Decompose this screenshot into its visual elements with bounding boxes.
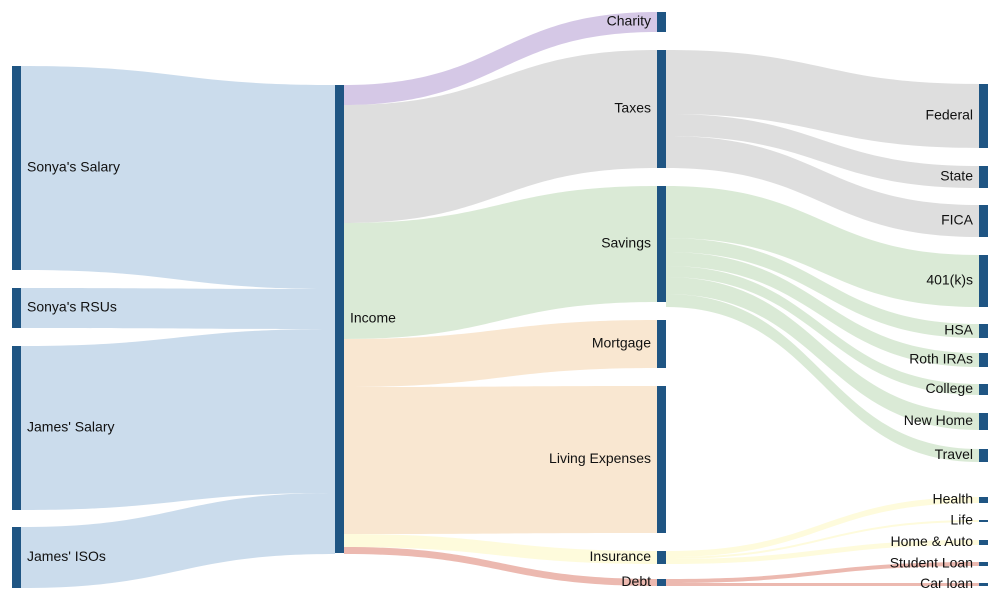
node-label-health: Health — [933, 491, 973, 507]
link-james_salary-to-income — [21, 329, 335, 510]
node-label-james_salary: James' Salary — [27, 419, 114, 435]
link-income-to-taxes — [344, 50, 657, 223]
node-life — [979, 520, 988, 522]
node-label-charity: Charity — [607, 13, 651, 29]
node-savings — [657, 186, 666, 302]
link-savings-to-k401 — [666, 186, 979, 307]
node-label-roth: Roth IRAs — [909, 351, 973, 367]
node-label-life: Life — [950, 512, 973, 528]
node-carloan — [979, 583, 988, 586]
node-label-k401: 401(k)s — [926, 272, 973, 288]
node-label-living: Living Expenses — [549, 450, 651, 466]
node-mortgage — [657, 320, 666, 368]
node-label-studentloan: Student Loan — [890, 555, 973, 571]
node-travel — [979, 449, 988, 462]
node-living — [657, 386, 666, 533]
node-label-homeauto: Home & Auto — [891, 533, 974, 549]
link-income-to-charity — [344, 12, 657, 105]
node-sonya_rsus — [12, 288, 21, 328]
link-taxes-to-federal — [666, 50, 979, 148]
node-label-sonya_rsus: Sonya's RSUs — [27, 299, 117, 315]
link-income-to-insurance — [344, 534, 657, 564]
link-debt-to-carloan — [666, 583, 979, 586]
link-savings-to-college — [666, 266, 979, 395]
node-label-savings: Savings — [601, 235, 651, 251]
node-insurance — [657, 551, 666, 564]
link-sonya_rsus-to-income — [21, 288, 335, 329]
link-savings-to-roth — [666, 252, 979, 367]
link-income-to-savings — [344, 186, 657, 339]
node-label-hsa: HSA — [944, 322, 973, 338]
link-income-to-mortgage — [344, 320, 657, 387]
node-label-carloan: Car loan — [920, 575, 973, 591]
node-taxes — [657, 50, 666, 168]
node-newhome — [979, 413, 988, 430]
link-income-to-debt — [344, 547, 657, 586]
link-savings-to-hsa — [666, 238, 979, 338]
node-label-taxes: Taxes — [614, 100, 651, 116]
link-insurance-to-homeauto — [666, 540, 979, 564]
node-label-federal: Federal — [926, 107, 973, 123]
node-james_salary — [12, 346, 21, 510]
link-savings-to-newhome — [666, 277, 979, 430]
node-hsa — [979, 324, 988, 338]
node-roth — [979, 353, 988, 367]
node-label-newhome: New Home — [904, 412, 973, 428]
node-health — [979, 497, 988, 503]
node-fica — [979, 205, 988, 237]
node-label-debt: Debt — [621, 573, 651, 589]
node-state — [979, 166, 988, 188]
node-homeauto — [979, 540, 988, 545]
node-studentloan — [979, 562, 988, 566]
node-label-travel: Travel — [935, 446, 973, 462]
link-debt-to-studentloan — [666, 562, 979, 583]
node-sonya_salary — [12, 66, 21, 270]
link-insurance-to-life — [666, 520, 979, 559]
node-charity — [657, 12, 666, 32]
node-label-mortgage: Mortgage — [592, 335, 651, 351]
link-insurance-to-health — [666, 497, 979, 557]
link-income-to-living — [344, 386, 657, 534]
node-label-college: College — [926, 380, 974, 396]
link-savings-to-travel — [666, 294, 979, 462]
links-layer — [21, 12, 979, 588]
link-james_isos-to-income — [21, 493, 335, 588]
node-college — [979, 384, 988, 395]
node-james_isos — [12, 527, 21, 588]
node-label-state: State — [940, 168, 973, 184]
link-taxes-to-fica — [666, 136, 979, 237]
node-federal — [979, 84, 988, 148]
node-k401 — [979, 255, 988, 307]
nodes-layer — [12, 12, 988, 588]
link-taxes-to-state — [666, 114, 979, 188]
node-label-insurance: Insurance — [590, 548, 652, 564]
node-debt — [657, 579, 666, 586]
node-label-james_isos: James' ISOs — [27, 548, 106, 564]
node-income — [335, 85, 344, 553]
node-label-fica: FICA — [941, 212, 974, 228]
node-label-sonya_salary: Sonya's Salary — [27, 159, 120, 175]
link-sonya_salary-to-income — [21, 66, 335, 289]
node-label-income: Income — [350, 310, 396, 326]
